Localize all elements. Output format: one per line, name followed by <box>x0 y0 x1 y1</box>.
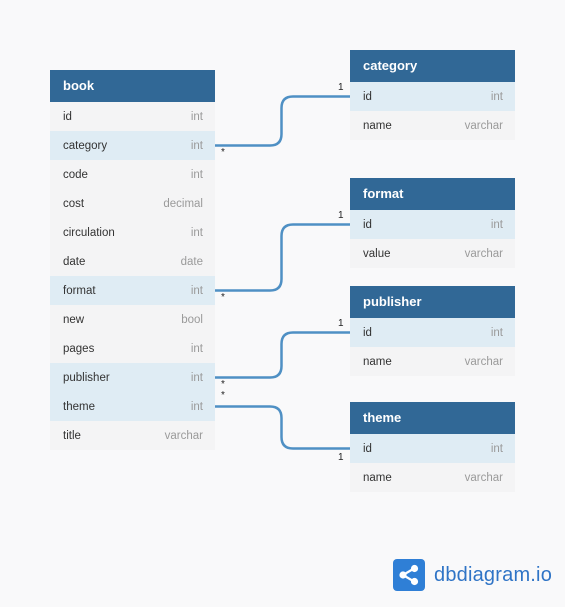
field-name: name <box>363 355 392 368</box>
field-row[interactable]: name varchar <box>350 111 515 140</box>
field-row[interactable]: cost decimal <box>50 189 215 218</box>
field-row[interactable]: id int <box>350 82 515 111</box>
field-type: int <box>490 442 503 455</box>
cardinality-many-label: * <box>221 390 225 401</box>
cardinality-one-label: 1 <box>338 452 344 463</box>
table-format[interactable]: format id int value varchar <box>350 178 515 268</box>
field-name: id <box>63 110 72 123</box>
field-type: int <box>190 284 203 297</box>
link-book-publisher <box>215 331 350 379</box>
field-type: int <box>190 139 203 152</box>
field-name: date <box>63 255 86 268</box>
field-name: name <box>363 471 392 484</box>
field-type: int <box>190 400 203 413</box>
field-name: id <box>363 442 372 455</box>
field-name: format <box>63 284 96 297</box>
field-name: theme <box>63 400 95 413</box>
field-row[interactable]: name varchar <box>350 347 515 376</box>
table-publisher-title[interactable]: publisher <box>350 286 515 318</box>
table-theme[interactable]: theme id int name varchar <box>350 402 515 492</box>
field-row[interactable]: date date <box>50 247 215 276</box>
field-type: int <box>190 110 203 123</box>
field-row[interactable]: id int <box>350 318 515 347</box>
field-row[interactable]: circulation int <box>50 218 215 247</box>
field-row[interactable]: pages int <box>50 334 215 363</box>
field-type: int <box>190 371 203 384</box>
field-row[interactable]: value varchar <box>350 239 515 268</box>
field-type: bool <box>181 313 203 326</box>
field-name: id <box>363 90 372 103</box>
field-row[interactable]: name varchar <box>350 463 515 492</box>
field-name: cost <box>63 197 85 210</box>
field-row[interactable]: new bool <box>50 305 215 334</box>
field-type: date <box>180 255 203 268</box>
table-publisher[interactable]: publisher id int name varchar <box>350 286 515 376</box>
field-row[interactable]: format int <box>50 276 215 305</box>
table-format-title[interactable]: format <box>350 178 515 210</box>
field-type: varchar <box>164 429 203 442</box>
cardinality-one-label: 1 <box>338 318 344 329</box>
field-row[interactable]: title varchar <box>50 421 215 450</box>
field-name: value <box>363 247 391 260</box>
field-row[interactable]: id int <box>350 210 515 239</box>
field-type: varchar <box>464 247 503 260</box>
table-category[interactable]: category id int name varchar <box>350 50 515 140</box>
table-book-title[interactable]: book <box>50 70 215 102</box>
cardinality-many-label: * <box>221 292 225 303</box>
field-type: int <box>190 168 203 181</box>
field-type: int <box>490 90 503 103</box>
field-name: publisher <box>63 371 110 384</box>
field-row[interactable]: theme int <box>50 392 215 421</box>
field-name: pages <box>63 342 95 355</box>
cardinality-many-label: * <box>221 147 225 158</box>
cardinality-one-label: 1 <box>338 82 344 93</box>
field-type: decimal <box>163 197 203 210</box>
field-name: id <box>363 218 372 231</box>
cardinality-many-label: * <box>221 379 225 390</box>
brand-logo[interactable]: dbdiagram.io <box>393 559 552 591</box>
field-name: new <box>63 313 85 326</box>
field-row[interactable]: id int <box>350 434 515 463</box>
brand-name: dbdiagram.io <box>434 563 553 586</box>
cardinality-one-label: 1 <box>338 210 344 221</box>
field-name: name <box>363 119 392 132</box>
field-name: code <box>63 168 88 181</box>
field-type: varchar <box>464 471 503 484</box>
field-name: id <box>363 326 372 339</box>
link-book-theme <box>215 405 350 450</box>
field-row[interactable]: code int <box>50 160 215 189</box>
field-name: category <box>63 139 108 152</box>
table-theme-title[interactable]: theme <box>350 402 515 434</box>
link-book-category <box>215 95 350 147</box>
share-nodes-icon <box>393 559 425 591</box>
field-type: varchar <box>464 355 503 368</box>
field-type: varchar <box>464 119 503 132</box>
link-book-format <box>215 223 350 292</box>
field-name: circulation <box>63 226 115 239</box>
field-name: title <box>63 429 81 442</box>
field-row[interactable]: id int <box>50 102 215 131</box>
field-type: int <box>490 326 503 339</box>
field-type: int <box>190 226 203 239</box>
table-book[interactable]: book id int category int code int cost decim… <box>50 70 215 450</box>
field-row[interactable]: category int <box>50 131 215 160</box>
field-row[interactable]: publisher int <box>50 363 215 392</box>
field-type: int <box>190 342 203 355</box>
table-category-title[interactable]: category <box>350 50 515 82</box>
field-type: int <box>490 218 503 231</box>
